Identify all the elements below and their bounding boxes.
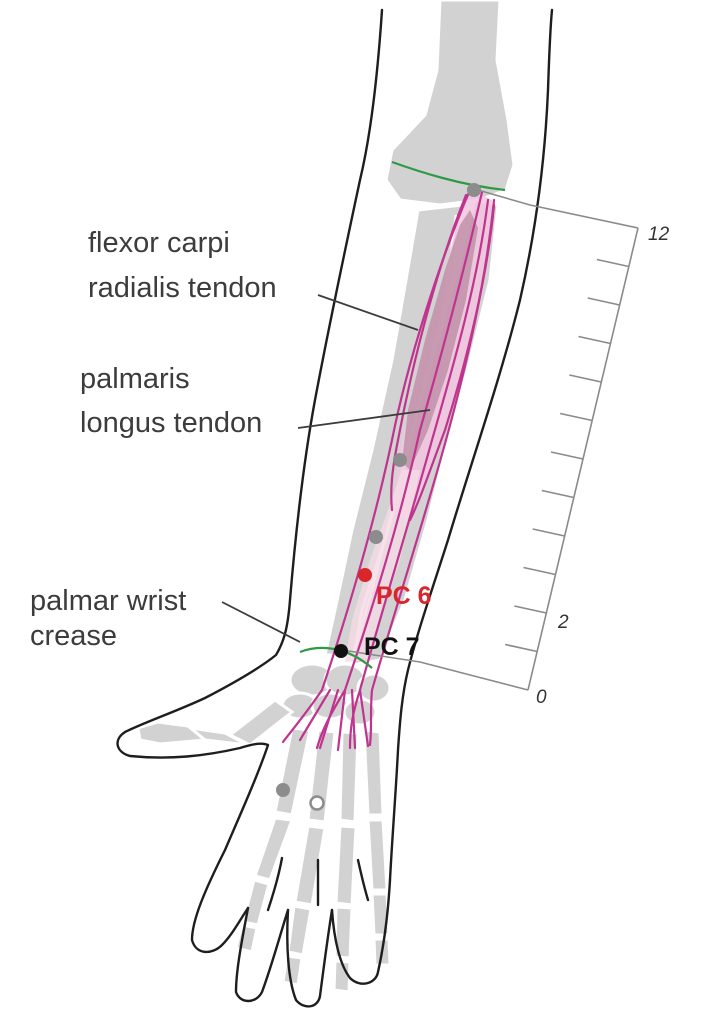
- finger-gap-1: [266, 856, 284, 912]
- crease-leader: [221, 601, 301, 643]
- scale-tick: [559, 412, 593, 422]
- crease-label-line1: palmar wrist: [30, 585, 186, 617]
- skeleton: [136, 0, 516, 994]
- finger-bones: [234, 726, 392, 994]
- scale-ticks: [504, 258, 630, 653]
- scale-tick: [523, 566, 556, 576]
- scale-bottom-bracket: [341, 649, 529, 691]
- fcr-tendon-line-2: [315, 190, 484, 750]
- measurement-scale: 12 2 0: [341, 189, 670, 708]
- pl-tendon-line: [348, 198, 490, 750]
- elbow-crease: [391, 160, 506, 192]
- pc7-label: PC 7: [364, 633, 420, 661]
- scale-tick: [504, 643, 538, 653]
- scale-tick: [532, 528, 565, 537]
- arm-outline: [116, 8, 554, 1008]
- forearm-point-upper: [393, 453, 407, 467]
- pc6-label: PC 6: [376, 582, 432, 610]
- scale-tick: [578, 335, 611, 345]
- finger-outline-middle: [286, 908, 334, 1008]
- scale-label-12: 12: [648, 224, 670, 245]
- elbow-point: [467, 183, 481, 197]
- scale-label-2: 2: [557, 612, 569, 633]
- pl-label-line2: longus tendon: [80, 407, 262, 439]
- scale-tick: [514, 605, 547, 614]
- pl-label-line1: palmaris: [80, 363, 190, 395]
- scale-tick: [541, 489, 575, 499]
- tendon-lines: [281, 188, 496, 752]
- arm-outline-left: [116, 8, 384, 954]
- acupoint-markers: [276, 183, 481, 811]
- arm-outline-right: [388, 8, 554, 882]
- finger-outline-index: [330, 878, 392, 985]
- pl-leader: [297, 409, 431, 429]
- scale-label-0: 0: [536, 687, 547, 708]
- muscle-outline-right: [408, 203, 496, 522]
- carpal-bones: [280, 662, 392, 727]
- pc7-point: [334, 644, 348, 658]
- scale-top-bracket: [477, 189, 639, 229]
- pc6-point: [358, 568, 372, 582]
- tendon-sheath: [345, 470, 420, 662]
- finger-gap-3: [356, 858, 370, 902]
- crease-label-line2: crease: [30, 620, 117, 652]
- finger-outline-ring: [234, 906, 290, 1003]
- scale-tick: [569, 374, 602, 383]
- palmar-wrist-crease: [299, 646, 373, 669]
- thumb-bones: [136, 698, 295, 747]
- fcr-label-line1: flexor carpi: [88, 227, 230, 259]
- scale-tick: [587, 297, 620, 306]
- forearm-point-lower: [369, 530, 383, 544]
- palm-point-hollow: [309, 795, 325, 811]
- scale-tick: [550, 451, 584, 460]
- muscle-core: [402, 210, 478, 470]
- humerus-bone: [384, 0, 516, 207]
- scale-tick: [596, 258, 630, 268]
- fcr-tendon-line: [281, 188, 472, 744]
- palm-point: [276, 783, 290, 797]
- muscle-outline-left: [390, 193, 468, 512]
- fcr-leader: [317, 294, 419, 331]
- hand-tendon-fan: [298, 688, 370, 752]
- fcr-label-line2: radialis tendon: [88, 272, 277, 304]
